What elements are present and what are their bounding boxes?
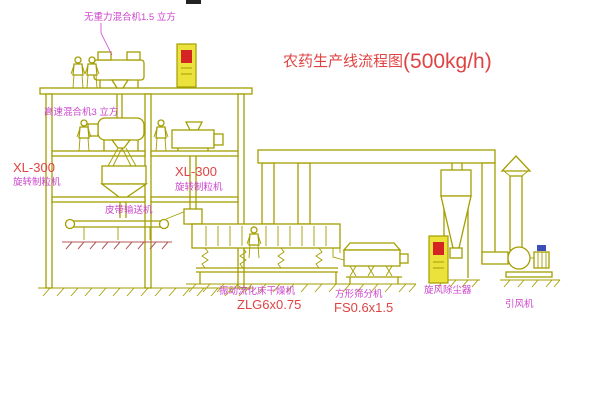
sifter-springs	[349, 265, 393, 277]
diagram-title: 农药生产线流程图(500kg/h)	[283, 50, 492, 73]
cabinet-red-panel	[433, 242, 444, 255]
cyclone-barrel	[440, 169, 472, 197]
column-left	[45, 93, 53, 289]
fan-motor	[533, 251, 550, 269]
mixer-motor-left	[97, 51, 112, 61]
control-cabinet-bottom	[428, 235, 449, 284]
sifter-cover	[342, 242, 402, 251]
granulator-left-model-label: XL-300	[13, 160, 55, 175]
top-edge-artifact	[186, 0, 201, 4]
granulator-right-name-label: 旋转制粒机	[175, 181, 223, 193]
sifter-outlet	[399, 253, 409, 264]
granulator-body	[171, 129, 215, 149]
label-leader-line	[100, 23, 113, 56]
dryer-springs	[201, 247, 323, 269]
dryer-inlet-box	[183, 208, 203, 225]
rotary-granulator-left	[100, 165, 149, 218]
motor-terminal-box	[537, 245, 546, 251]
dryer-name-label: 振动流化床干燥机	[219, 285, 296, 297]
exhaust-stack	[500, 155, 532, 251]
mixer-motor-right	[126, 51, 141, 61]
dryer-model-label: ZLG6x0.75	[237, 297, 301, 312]
cyclone-inlet-stub	[451, 163, 463, 170]
dryer-riser-2	[297, 162, 311, 225]
down-pipe	[116, 94, 123, 118]
cabinet-red-panel	[181, 50, 192, 63]
fan-label: 引风机	[505, 298, 534, 310]
equipment-ground-hatch	[186, 283, 417, 293]
sifter-body	[343, 249, 401, 267]
hs-mixer-body	[97, 117, 145, 141]
fan-inlet-elbow	[481, 251, 509, 265]
main-duct	[257, 149, 496, 164]
belt	[66, 220, 168, 228]
fluid-bed-dryer	[183, 208, 345, 284]
dryer-riser-1	[261, 162, 275, 225]
square-sifter	[342, 242, 409, 284]
building-structure	[38, 87, 254, 297]
granulator-right-model-label: XL-300	[175, 164, 217, 179]
dryer-discharge	[332, 248, 345, 261]
y-pipe	[107, 147, 137, 167]
tail-pulley	[158, 218, 170, 230]
cyclone-label: 旋风除尘器	[424, 284, 472, 296]
building-ground-hatch	[38, 287, 254, 297]
granulator-motor	[213, 133, 224, 146]
stack-duct	[509, 175, 523, 251]
floor3-beam-right	[150, 196, 239, 203]
fan-ground-hatch	[500, 279, 561, 288]
belt-conveyor	[62, 210, 187, 250]
dryer-base	[196, 267, 338, 284]
column-right	[237, 93, 245, 289]
mixer-discharge-cone	[110, 79, 130, 89]
hs-mixer-motor	[87, 123, 99, 137]
head-pulley	[64, 218, 76, 230]
granulator-discharge-pipe	[189, 156, 197, 209]
worker-figure	[153, 119, 169, 152]
high-speed-mixer-label: 高速混合机3 立方	[44, 106, 118, 118]
vessel-discharge-pipe	[119, 202, 127, 218]
feed-chute	[165, 210, 187, 220]
roof-beam	[39, 87, 253, 95]
fan-scroll	[507, 246, 531, 270]
conveyor-pit-hatch	[62, 241, 172, 250]
control-cabinet-top	[176, 43, 197, 88]
floor2-beam-left	[51, 150, 146, 157]
sifter-model-label: FS0.6x1.5	[334, 300, 393, 315]
floor2-beam-right	[150, 150, 239, 157]
rotary-granulator-right	[171, 121, 224, 209]
vessel-cone	[100, 183, 149, 198]
vessel-body	[101, 165, 147, 185]
granulator-hopper	[184, 121, 204, 131]
granulator-left-name-label: 旋转制粒机	[13, 176, 61, 188]
hs-discharge-cone	[110, 139, 132, 149]
gravity-mixer-label: 无重力混合机1.5 立方	[84, 11, 176, 23]
column-middle	[144, 93, 152, 289]
down-duct	[481, 162, 496, 264]
high-speed-mixer	[87, 117, 145, 167]
induced-draft-fan	[500, 245, 561, 288]
belt-conveyor-label: 皮带输送机	[105, 204, 153, 216]
cyclone-discharge	[449, 247, 463, 259]
sifter-base	[346, 276, 402, 284]
floor3-beam-left	[51, 196, 146, 203]
rain-cap	[500, 155, 532, 172]
sifter-name-label: 方形筛分机	[335, 288, 383, 300]
mixer-body	[93, 59, 145, 81]
worker-figure	[70, 56, 86, 89]
exhaust-duct	[257, 149, 509, 265]
fan-base	[505, 271, 553, 278]
